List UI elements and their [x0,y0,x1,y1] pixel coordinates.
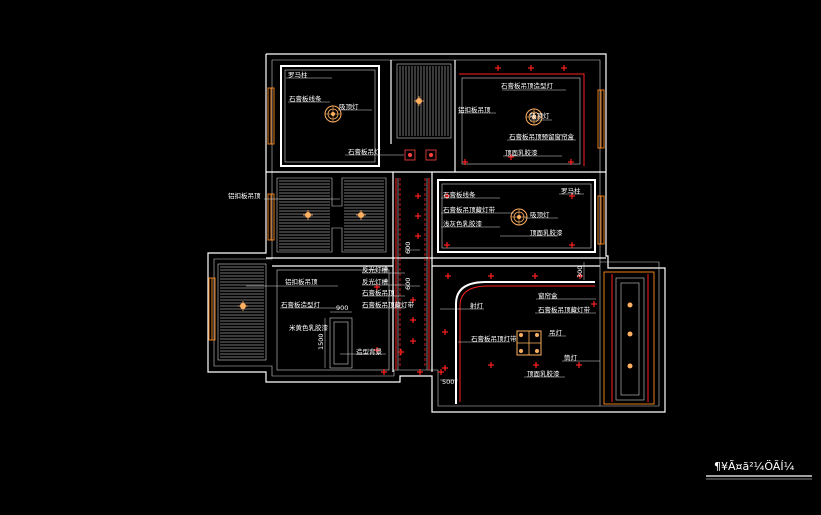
room-left-balcony [217,263,267,361]
label: 石膏板线条 [443,190,476,199]
spotlight-marker [508,154,514,160]
room-bottom-left [276,269,390,371]
spotlight-marker [438,369,444,375]
windows [208,87,655,405]
ceiling-lamp-fixture [510,208,528,226]
spotlight-marker [591,301,597,307]
label: 射灯 [470,301,484,310]
room-right-balcony [611,274,649,402]
label: 罗马柱 [288,70,308,79]
label: 窗帘盒 [538,291,558,300]
label: 石膏板吊顶造型灯 [501,81,554,90]
label: 石膏板吊顶灯带 [471,334,517,343]
spotlight-marker [444,242,450,248]
spotlight-marker [410,317,416,323]
spotlight-marker [374,347,380,353]
room-living [455,281,595,404]
dim-500: 500 [442,378,454,386]
spotlight-marker [561,65,567,71]
label: 造型背景 [356,347,383,356]
spotlight-marker [488,362,494,368]
room-middle-right [437,179,596,253]
label: 石膏板吊灯 [348,147,381,156]
label: 石膏板吊顶藏灯带 [362,300,415,309]
label: 罗马柱 [561,186,581,195]
ceiling-lamp-fixture [525,108,543,126]
corridor-fixtures [404,149,437,161]
spotlight-marker [576,362,582,368]
label: 反光灯槽 [362,265,389,274]
spotlight-marker [528,65,534,71]
label: 石膏板造型灯 [281,300,321,309]
label: 铝扣板吊顶 [228,191,261,200]
label: 反光灯槽 [362,277,389,286]
label: 石膏板吊顶藏灯带 [538,305,591,314]
label: 顶面乳胶漆 [527,369,560,378]
spotlight-marker [488,273,494,279]
label: 铝扣板吊顶 [458,105,491,114]
label: 吸顶灯 [530,210,550,219]
spotlight-marker [410,338,416,344]
spotlight-marker [415,233,421,239]
room-top-right [459,73,585,166]
label: 吊灯 [549,328,563,337]
spotlight-marker [577,273,583,279]
label: 顶面乳胶漆 [530,228,563,237]
outer-walls [207,53,666,413]
annotation-labels: 罗马柱 石膏板线条 吸顶灯 铝扣板吊顶 石膏板吊顶造型灯 吸顶灯 石膏板吊顶预留… [228,70,591,378]
label: 石膏板吊顶 [362,288,395,297]
label: 吸顶灯 [530,111,550,120]
spotlight-marker [442,329,448,335]
dim-300: 300 [576,266,584,278]
label: 铝扣板吊顶 [285,277,318,286]
spotlight-marker [533,362,539,368]
spotlight-marker [532,273,538,279]
room-middle-left-slats [276,177,387,253]
spotlight-marker [568,159,574,165]
leader-lines [246,77,600,378]
ceiling-lamp-fixture [324,105,342,123]
dim-1500: 1500 [317,333,325,350]
label: 吸顶灯 [339,102,359,111]
label: 浅灰色乳胶漆 [443,219,483,228]
dimensions: 900 1500 600 600 500 300 [317,242,585,386]
spotlight-marker [569,242,575,248]
room-top-left [280,65,380,167]
label: 筒灯 [564,353,578,362]
dim-600-a: 600 [404,242,412,254]
dim-900: 900 [336,304,348,312]
spotlight-marker [398,349,404,355]
spotlight-marker [417,369,423,375]
interior-walls [266,60,606,406]
dim-600-b: 600 [404,278,412,290]
spotlight-marker [410,297,416,303]
label: 米黄色乳胶漆 [289,323,329,332]
label: 顶面乳胶漆 [505,148,538,157]
spotlight-marker [495,65,501,71]
spotlight-marker [462,159,468,165]
spotlight-marker [445,273,451,279]
room-top-middle-bath [396,63,452,139]
title-block: ¶¥Ã¤ã²¼ÖÃÍ¼ [706,460,812,480]
spotlight-marker [381,369,387,375]
spotlight-marker [415,193,421,199]
spotlight-marker [415,213,421,219]
ceiling-lamp-fixture [414,96,424,106]
spotlight-marker [442,365,448,371]
spotlights [374,65,597,375]
drawing-title: ¶¥Ã¤ã²¼ÖÃÍ¼ [714,460,795,473]
label: 石膏板吊顶预留窗帘盒 [509,132,575,141]
label: 石膏板线条 [289,94,322,103]
label: 石膏板吊顶藏灯带 [443,205,496,214]
chandelier-fixture [516,330,542,356]
